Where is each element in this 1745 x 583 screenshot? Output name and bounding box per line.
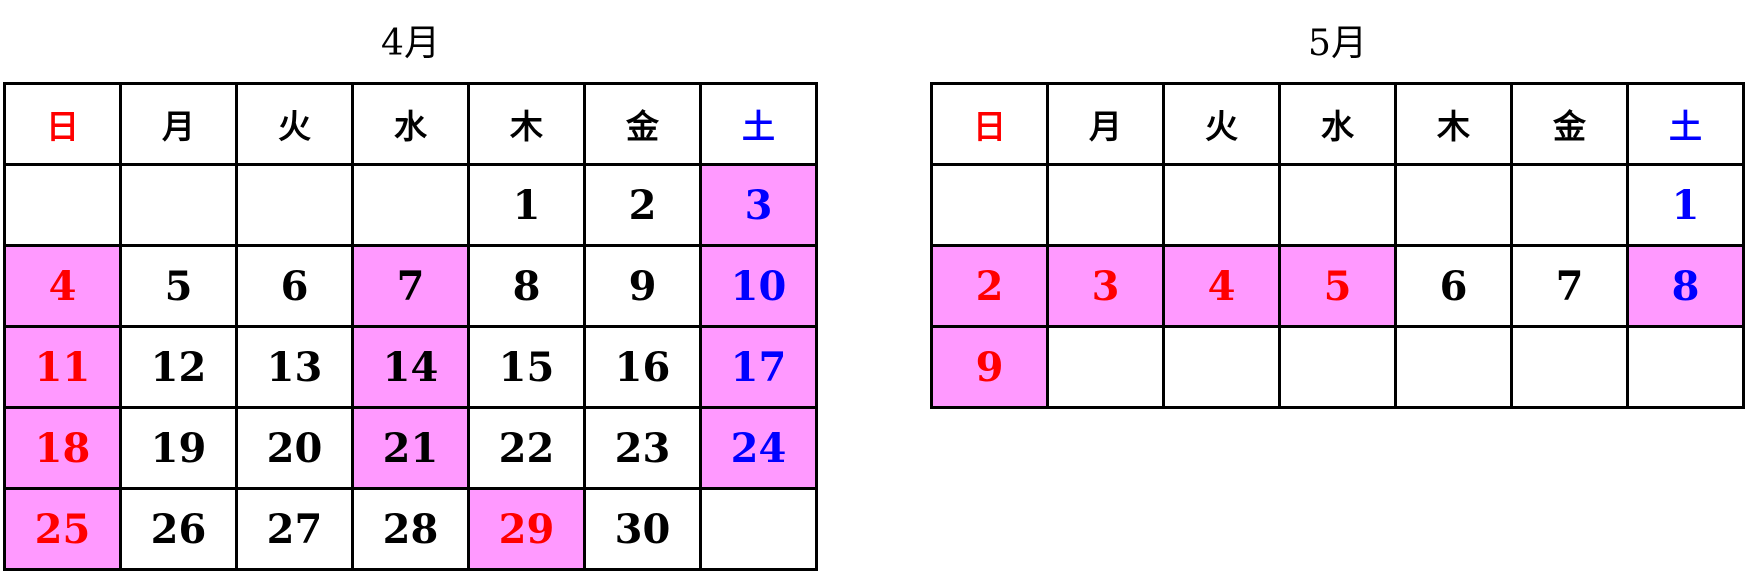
day-cell: 5 — [1278, 244, 1397, 328]
day-cell: 4 — [1162, 244, 1281, 328]
day-cell: 3 — [699, 163, 818, 247]
day-cell: 25 — [3, 487, 122, 571]
month-title: 4月 — [381, 23, 440, 64]
empty-day-cell — [1278, 325, 1397, 409]
empty-day-cell — [1046, 163, 1165, 247]
weekday-header-row: 日月火水木金土 — [3, 82, 818, 166]
day-cell: 1 — [467, 163, 586, 247]
day-cell: 2 — [930, 244, 1049, 328]
weekday-header: 土 — [1626, 82, 1745, 166]
day-cell: 14 — [351, 325, 470, 409]
day-cell: 26 — [119, 487, 238, 571]
day-cell: 11 — [3, 325, 122, 409]
day-cell: 15 — [467, 325, 586, 409]
day-cell: 8 — [467, 244, 586, 328]
day-cell: 16 — [583, 325, 702, 409]
weekday-header: 日 — [930, 82, 1049, 166]
day-cell: 22 — [467, 406, 586, 490]
day-cell: 30 — [583, 487, 702, 571]
day-cell: 1 — [1626, 163, 1745, 247]
weekday-header: 日 — [3, 82, 122, 166]
empty-day-cell — [119, 163, 238, 247]
empty-day-cell — [1510, 325, 1629, 409]
weekday-header: 月 — [1046, 82, 1165, 166]
day-cell: 6 — [235, 244, 354, 328]
day-cell: 17 — [699, 325, 818, 409]
day-cell: 27 — [235, 487, 354, 571]
empty-day-cell — [235, 163, 354, 247]
empty-day-cell — [351, 163, 470, 247]
empty-day-cell — [1162, 325, 1281, 409]
weekday-header: 木 — [1394, 82, 1513, 166]
weekday-header: 土 — [699, 82, 818, 166]
day-cell: 19 — [119, 406, 238, 490]
day-cell: 6 — [1394, 244, 1513, 328]
weekday-header: 火 — [1162, 82, 1281, 166]
empty-day-cell — [1626, 325, 1745, 409]
day-cell: 7 — [351, 244, 470, 328]
day-cell: 12 — [119, 325, 238, 409]
day-cell: 24 — [699, 406, 818, 490]
empty-day-cell — [699, 487, 818, 571]
day-cell: 13 — [235, 325, 354, 409]
day-cell: 9 — [930, 325, 1049, 409]
weekday-header: 水 — [1278, 82, 1397, 166]
empty-day-cell — [930, 163, 1049, 247]
empty-day-cell — [1046, 325, 1165, 409]
week-row: 9 — [930, 325, 1745, 409]
day-cell: 10 — [699, 244, 818, 328]
day-cell: 7 — [1510, 244, 1629, 328]
empty-day-cell — [1162, 163, 1281, 247]
day-cell: 5 — [119, 244, 238, 328]
weekday-header: 月 — [119, 82, 238, 166]
empty-day-cell — [1394, 163, 1513, 247]
day-cell: 23 — [583, 406, 702, 490]
weekday-header-row: 日月火水木金土 — [930, 82, 1745, 166]
weekday-header: 木 — [467, 82, 586, 166]
day-cell: 28 — [351, 487, 470, 571]
day-cell: 21 — [351, 406, 470, 490]
day-cell: 4 — [3, 244, 122, 328]
day-cell: 18 — [3, 406, 122, 490]
empty-day-cell — [1510, 163, 1629, 247]
day-cell: 8 — [1626, 244, 1745, 328]
day-cell: 29 — [467, 487, 586, 571]
empty-day-cell — [1278, 163, 1397, 247]
empty-day-cell — [1394, 325, 1513, 409]
weekday-header: 火 — [235, 82, 354, 166]
day-cell: 2 — [583, 163, 702, 247]
day-cell: 3 — [1046, 244, 1165, 328]
weekday-header: 金 — [583, 82, 702, 166]
day-cell: 9 — [583, 244, 702, 328]
month-title: 5月 — [1308, 23, 1367, 64]
week-row: 1 — [930, 163, 1745, 247]
weekday-header: 水 — [351, 82, 470, 166]
day-cell: 20 — [235, 406, 354, 490]
empty-day-cell — [3, 163, 122, 247]
weekday-header: 金 — [1510, 82, 1629, 166]
